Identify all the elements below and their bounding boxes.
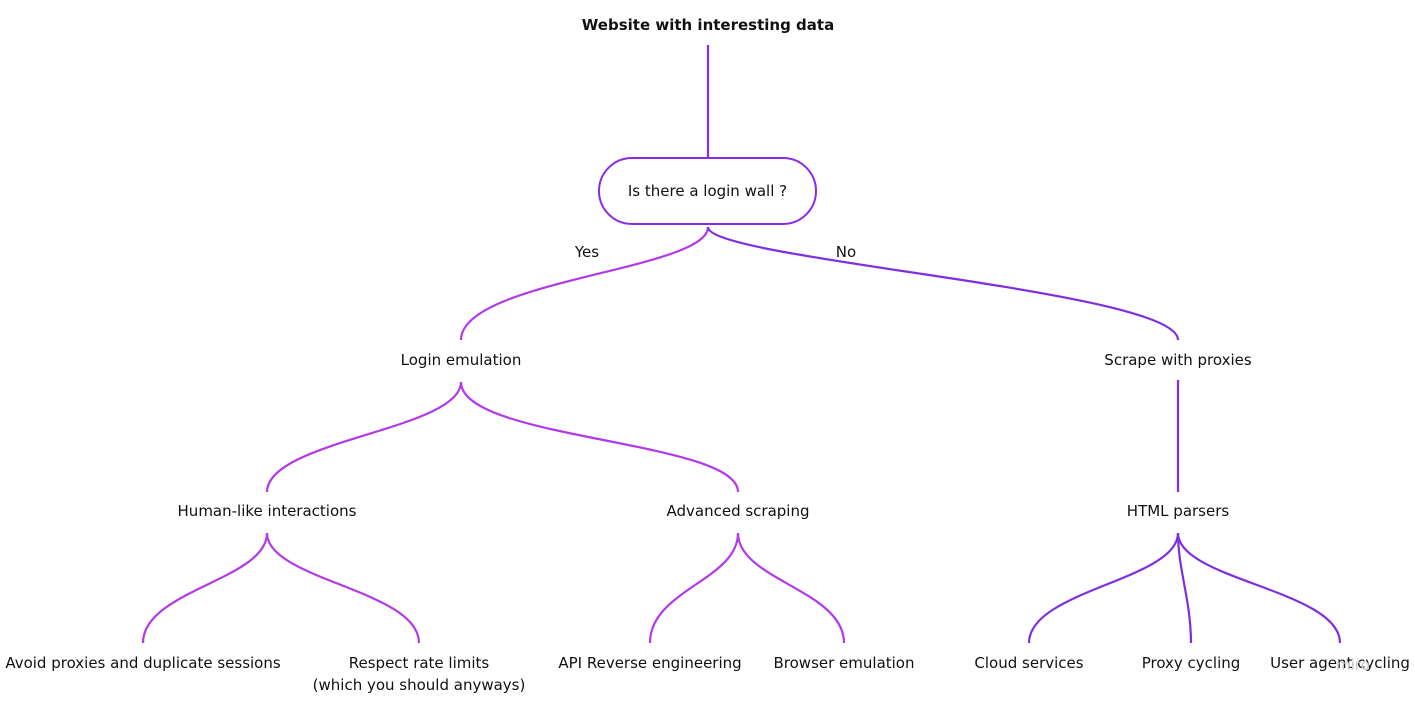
decision-label: Is there a login wall ? bbox=[627, 182, 788, 200]
node-login-emulation: Login emulation bbox=[400, 351, 522, 369]
leaf-respect-rate-limits-note: (which you should anyways) bbox=[312, 676, 526, 694]
node-scrape-with-proxies: Scrape with proxies bbox=[1104, 351, 1252, 369]
connector-yes bbox=[459, 226, 710, 341]
diagram-title: Website with interesting data bbox=[581, 16, 835, 34]
connector-html-useragent bbox=[1176, 532, 1342, 644]
leaf-cloud-services: Cloud services bbox=[974, 654, 1084, 672]
node-human-like-interactions: Human-like interactions bbox=[177, 502, 357, 520]
node-advanced-scraping: Advanced scraping bbox=[666, 502, 810, 520]
leaf-browser-emulation: Browser emulation bbox=[773, 654, 915, 672]
edge-label-no: No bbox=[835, 243, 857, 261]
leaf-user-agent-cycling: User agent cycling bbox=[1270, 654, 1410, 672]
connector-human-respect bbox=[265, 532, 421, 644]
connector-advanced-browser bbox=[736, 532, 846, 644]
leaf-avoid-proxies: Avoid proxies and duplicate sessions bbox=[5, 654, 281, 672]
edge-label-yes: Yes bbox=[574, 243, 600, 261]
leaf-respect-rate-limits: Respect rate limits bbox=[348, 654, 490, 672]
connector-no bbox=[706, 226, 1180, 341]
node-html-parsers: HTML parsers bbox=[1126, 502, 1230, 520]
connector-advanced-api bbox=[648, 532, 740, 644]
leaf-api-reverse-engineering: API Reverse engineering bbox=[558, 654, 742, 672]
connector-login-advanced bbox=[459, 381, 740, 493]
decision-node: Is there a login wall ? bbox=[598, 157, 817, 225]
leaf-proxy-cycling: Proxy cycling bbox=[1141, 654, 1241, 672]
connector-human-avoid bbox=[141, 532, 269, 644]
connector-html-proxy bbox=[1176, 532, 1193, 644]
connector-html-cloud bbox=[1027, 532, 1180, 644]
miro-watermark: miro bbox=[1336, 656, 1370, 674]
connector-login-human bbox=[265, 381, 463, 493]
